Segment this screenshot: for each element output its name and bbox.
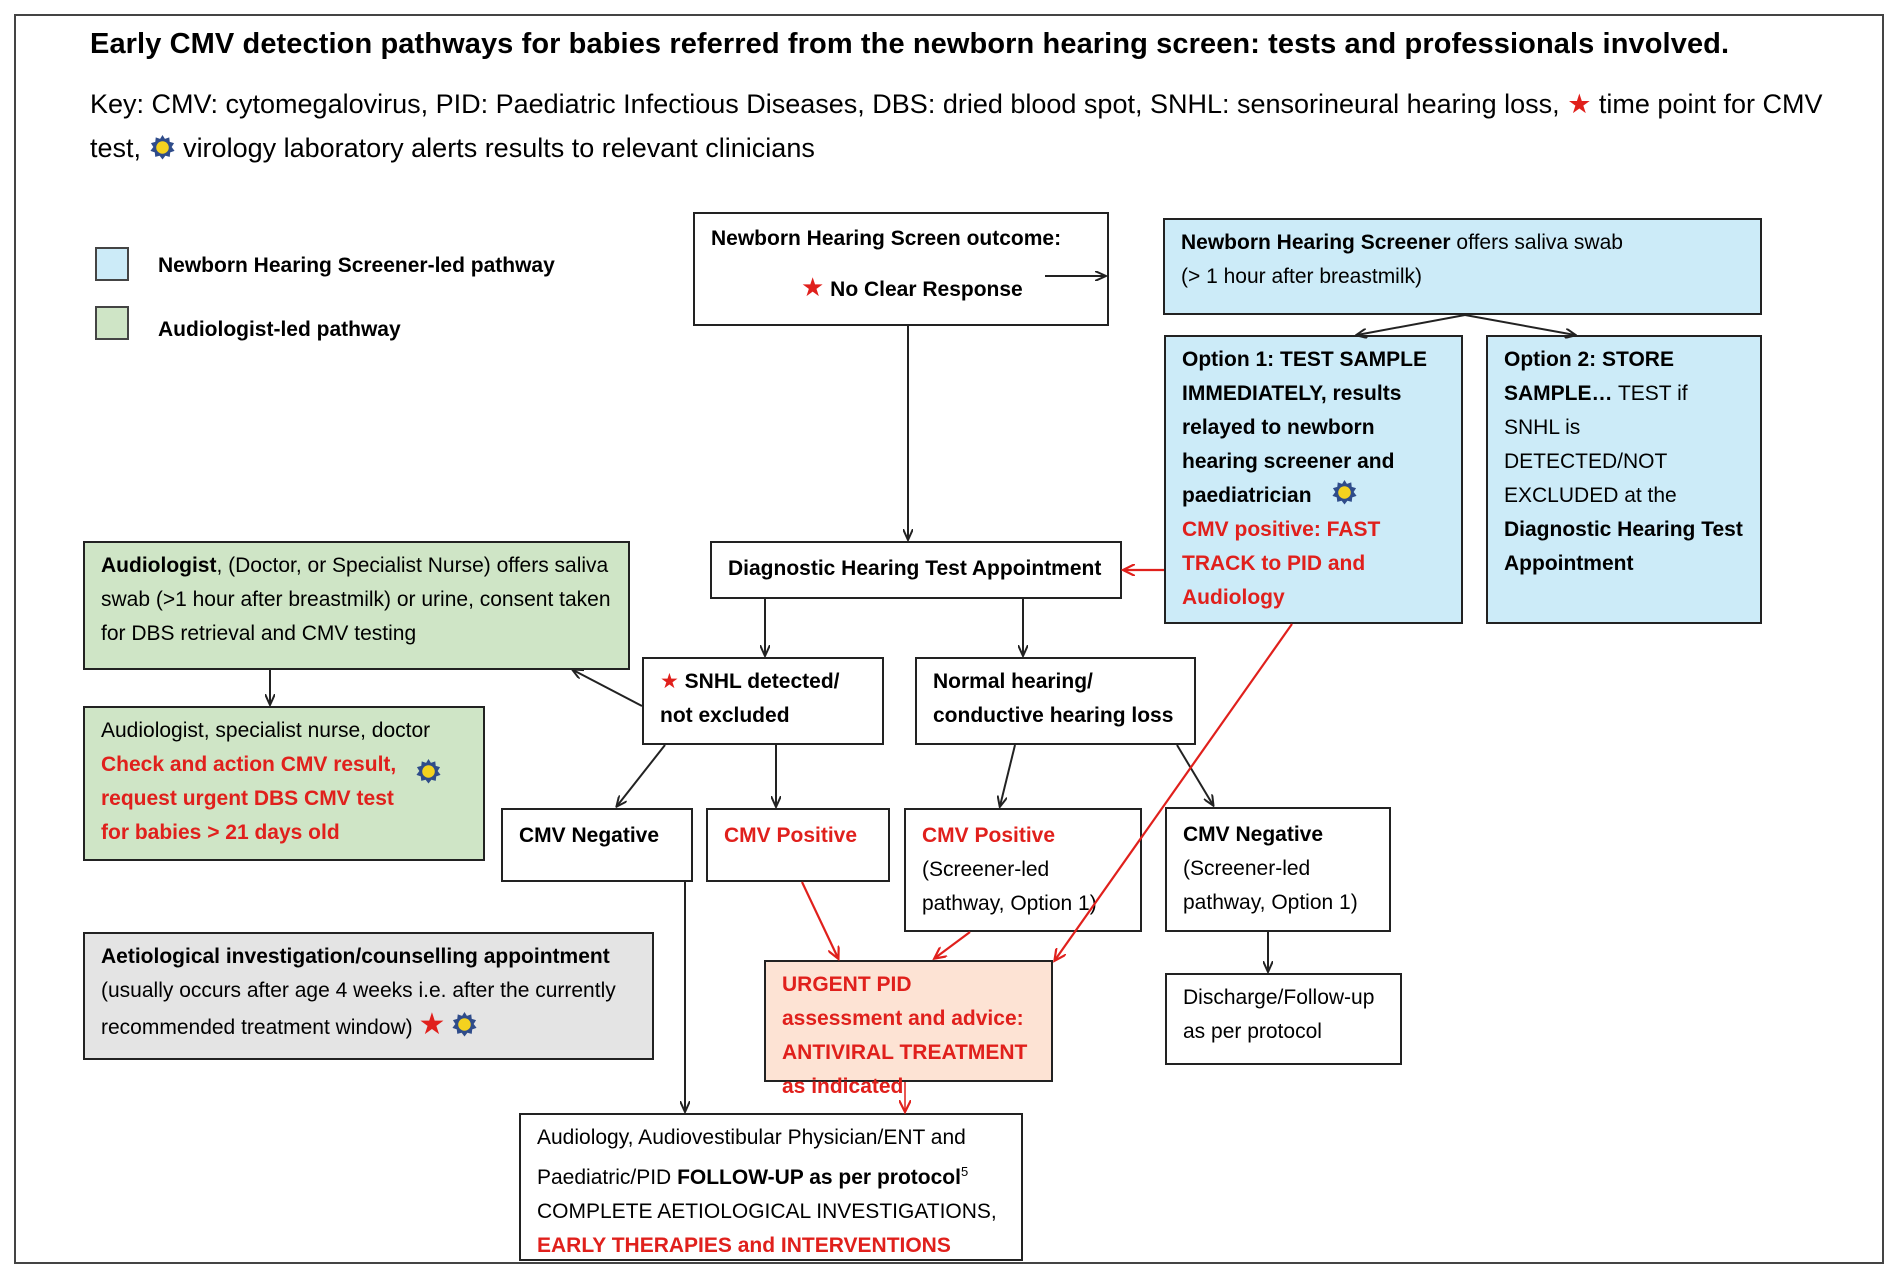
audiologist-check-red: Check and action CMV result, request urg…: [101, 753, 397, 844]
audiologist-rest: , (Doctor, or Specialist Nurse) offers s…: [101, 554, 611, 645]
cmv-positive-right-box: CMV Positive (Screener-led pathway, Opti…: [904, 808, 1142, 932]
discharge-box: Discharge/Follow-up as per protocol: [1165, 973, 1402, 1065]
option2-box: Option 2: STORE SAMPLE… TEST if SNHL is …: [1486, 335, 1762, 624]
followup-sup: 5: [960, 1164, 969, 1179]
key-prefix: Key: CMV: cytomegalovirus, PID: Paediatr…: [90, 89, 1560, 119]
star-icon: ★: [660, 670, 679, 693]
option2-bold2: Diagnostic Hearing Test Appointment: [1504, 518, 1743, 575]
arrow-snhl-to-audiologist: [573, 670, 643, 707]
normal-hearing-box: Normal hearing/ conductive hearing loss: [915, 657, 1196, 745]
legend-green-swatch: [95, 306, 129, 340]
audiologist-bold: Audiologist: [101, 554, 217, 577]
cmv-neg-right-bold: CMV Negative: [1183, 823, 1324, 846]
key-star-text: time point for CMV test,: [90, 89, 1823, 163]
option1-red: CMV positive: FAST TRACK to PID and Audi…: [1182, 518, 1381, 609]
followup-box: Audiology, Audiovestibular Physician/ENT…: [519, 1113, 1023, 1261]
diagram-title: Early CMV detection pathways for babies …: [90, 28, 1730, 60]
arrow-screener-to-option1: [1357, 314, 1466, 335]
key-gear-text: virology laboratory alerts results to re…: [183, 133, 815, 163]
arrow-snhl-to-cmvneg: [617, 744, 666, 806]
arrow-normal-to-cmvneg: [1176, 744, 1213, 805]
arrow-screener-to-option2: [1464, 314, 1575, 335]
followup-red: EARLY THERAPIES and INTERVENTIONS: [537, 1234, 951, 1257]
screener-bold: Newborn Hearing Screener: [1181, 231, 1451, 254]
legend-blue-swatch: [95, 247, 129, 281]
star-icon: ★: [418, 1008, 446, 1041]
option2-bold1: Option 2: STORE SAMPLE…: [1504, 348, 1674, 405]
snhl-detected-box: ★ SNHL detected/ not excluded: [642, 657, 884, 745]
screener-line2: (> 1 hour after breastmilk): [1181, 265, 1423, 288]
audiologist-check-line1: Audiologist, specialist nurse, doctor: [101, 719, 431, 742]
legend-screener-label: Newborn Hearing Screener-led pathway: [158, 254, 555, 277]
star-icon: ★: [801, 272, 825, 302]
aetiological-rest: (usually occurs after age 4 weeks i.e. a…: [101, 979, 616, 1039]
snhl-text: SNHL detected/ not excluded: [660, 670, 840, 727]
cmv-negative-left-box: CMV Negative: [501, 808, 693, 882]
cmv-pos-right-red: CMV Positive: [922, 824, 1056, 847]
nhs-outcome-line2: No Clear Response: [830, 278, 1023, 301]
nhs-outcome-line1: Newborn Hearing Screen outcome:: [711, 227, 1062, 250]
option1-text: Option 1: TEST SAMPLE IMMEDIATELY, resul…: [1182, 348, 1427, 507]
option1-box: Option 1: TEST SAMPLE IMMEDIATELY, resul…: [1164, 335, 1463, 624]
urgent-pid-text: URGENT PID assessment and advice: ANTIVI…: [782, 973, 1028, 1098]
legend-audiologist-label: Audiologist-led pathway: [158, 318, 401, 341]
arrow-cmvpos-right-to-pid: [935, 931, 971, 958]
cmv-pos-right-rest: (Screener-led pathway, Option 1): [922, 858, 1097, 915]
audiologist-offers-swab-box: Audiologist, (Doctor, or Specialist Nurs…: [83, 541, 630, 670]
followup-line1: Audiology, Audiovestibular Physician/ENT…: [537, 1126, 966, 1189]
cmv-negative-right-box: CMV Negative (Screener-led pathway, Opti…: [1165, 807, 1391, 932]
option2-normal: TEST if SNHL is DETECTED/NOT EXCLUDED at…: [1504, 382, 1688, 507]
nhs-outcome-line2-row: ★ No Clear Response: [711, 270, 1091, 307]
arrow-cmvpos-left-to-pid: [801, 881, 838, 958]
newborn-screen-outcome-box: Newborn Hearing Screen outcome: ★ No Cle…: [693, 212, 1109, 326]
cmv-neg-right-rest: (Screener-led pathway, Option 1): [1183, 857, 1358, 914]
arrow-option1-to-pid: [1055, 623, 1293, 960]
cmv-positive-left-box: CMV Positive: [706, 808, 890, 882]
urgent-pid-box: URGENT PID assessment and advice: ANTIVI…: [764, 960, 1053, 1098]
followup-line3: COMPLETE AETIOLOGICAL INVESTIGATIONS,: [537, 1200, 997, 1223]
followup-bold: FOLLOW-UP as per protocol: [677, 1166, 961, 1189]
screener-offers-swab-box: Newborn Hearing Screener offers saliva s…: [1163, 218, 1762, 315]
audiologist-check-box: Audiologist, specialist nurse, doctor Ch…: [83, 706, 485, 861]
key-text: Key: CMV: cytomegalovirus, PID: Paediatr…: [90, 82, 1850, 170]
star-icon: ★: [1567, 89, 1592, 119]
diagram-frame: [14, 14, 1884, 1264]
aetiological-box: Aetiological investigation/counselling a…: [83, 932, 654, 1060]
arrow-normal-to-cmvpos: [1000, 744, 1016, 806]
aetiological-bold: Aetiological investigation/counselling a…: [101, 945, 610, 968]
screener-rest: offers saliva swab: [1450, 231, 1623, 254]
